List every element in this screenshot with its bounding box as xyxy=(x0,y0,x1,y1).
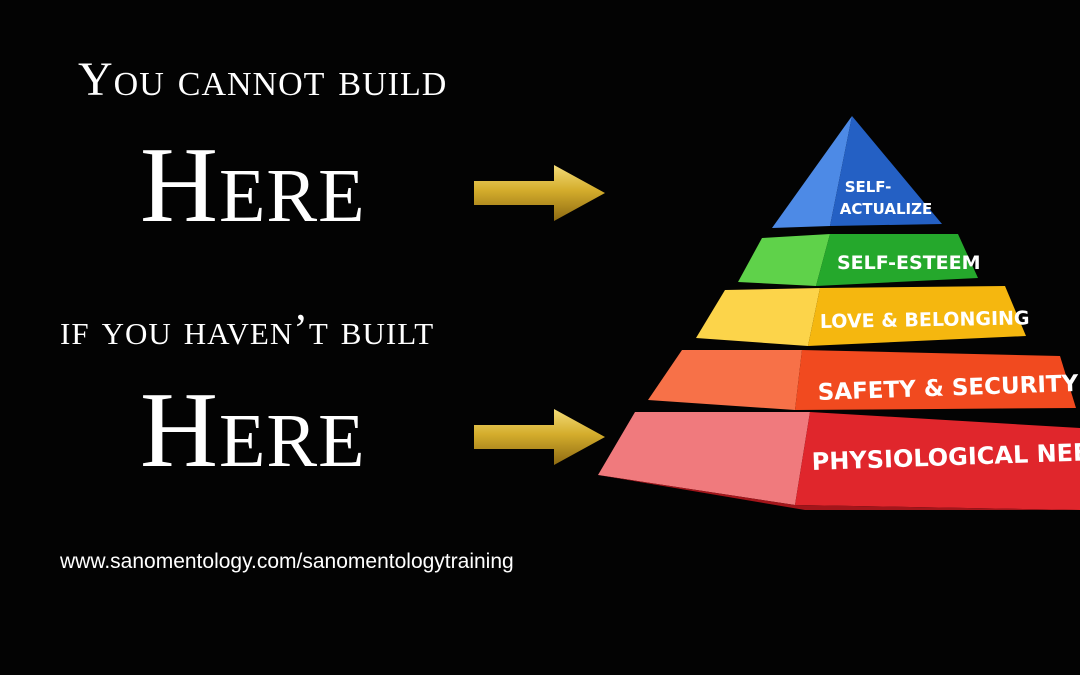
pyramid-tier-actualize: SELF- ACTUALIZE xyxy=(772,116,942,228)
pyramid-tier-physiological: PHYSIOLOGICAL NEEDS xyxy=(598,412,1080,510)
headline-line-1: You cannot build xyxy=(78,53,448,106)
headline-here-bottom: Here xyxy=(140,371,366,490)
headline-here-top: Here xyxy=(140,126,366,245)
tier-label-actualize-2: ACTUALIZE xyxy=(840,200,932,218)
tier-label-actualize-1: SELF- xyxy=(845,178,892,196)
needs-pyramid: PHYSIOLOGICAL NEEDS SAFETY & SECURITY LO… xyxy=(598,116,1080,510)
tier-label-esteem: SELF-ESTEEM xyxy=(837,252,981,274)
website-url: www.sanomentology.com/sanomentologytrain… xyxy=(60,550,514,573)
gold-arrow-right-icon xyxy=(474,409,605,465)
pyramid-tier-esteem: SELF-ESTEEM xyxy=(738,234,981,286)
headline-line-2: if you haven’t built xyxy=(60,305,435,354)
pyramid-tier-safety: SAFETY & SECURITY xyxy=(648,350,1079,410)
pyramid-tier-love: LOVE & BELONGING xyxy=(696,286,1030,346)
tier-label-love: LOVE & BELONGING xyxy=(820,307,1030,333)
gold-arrow-right-icon xyxy=(474,165,605,221)
